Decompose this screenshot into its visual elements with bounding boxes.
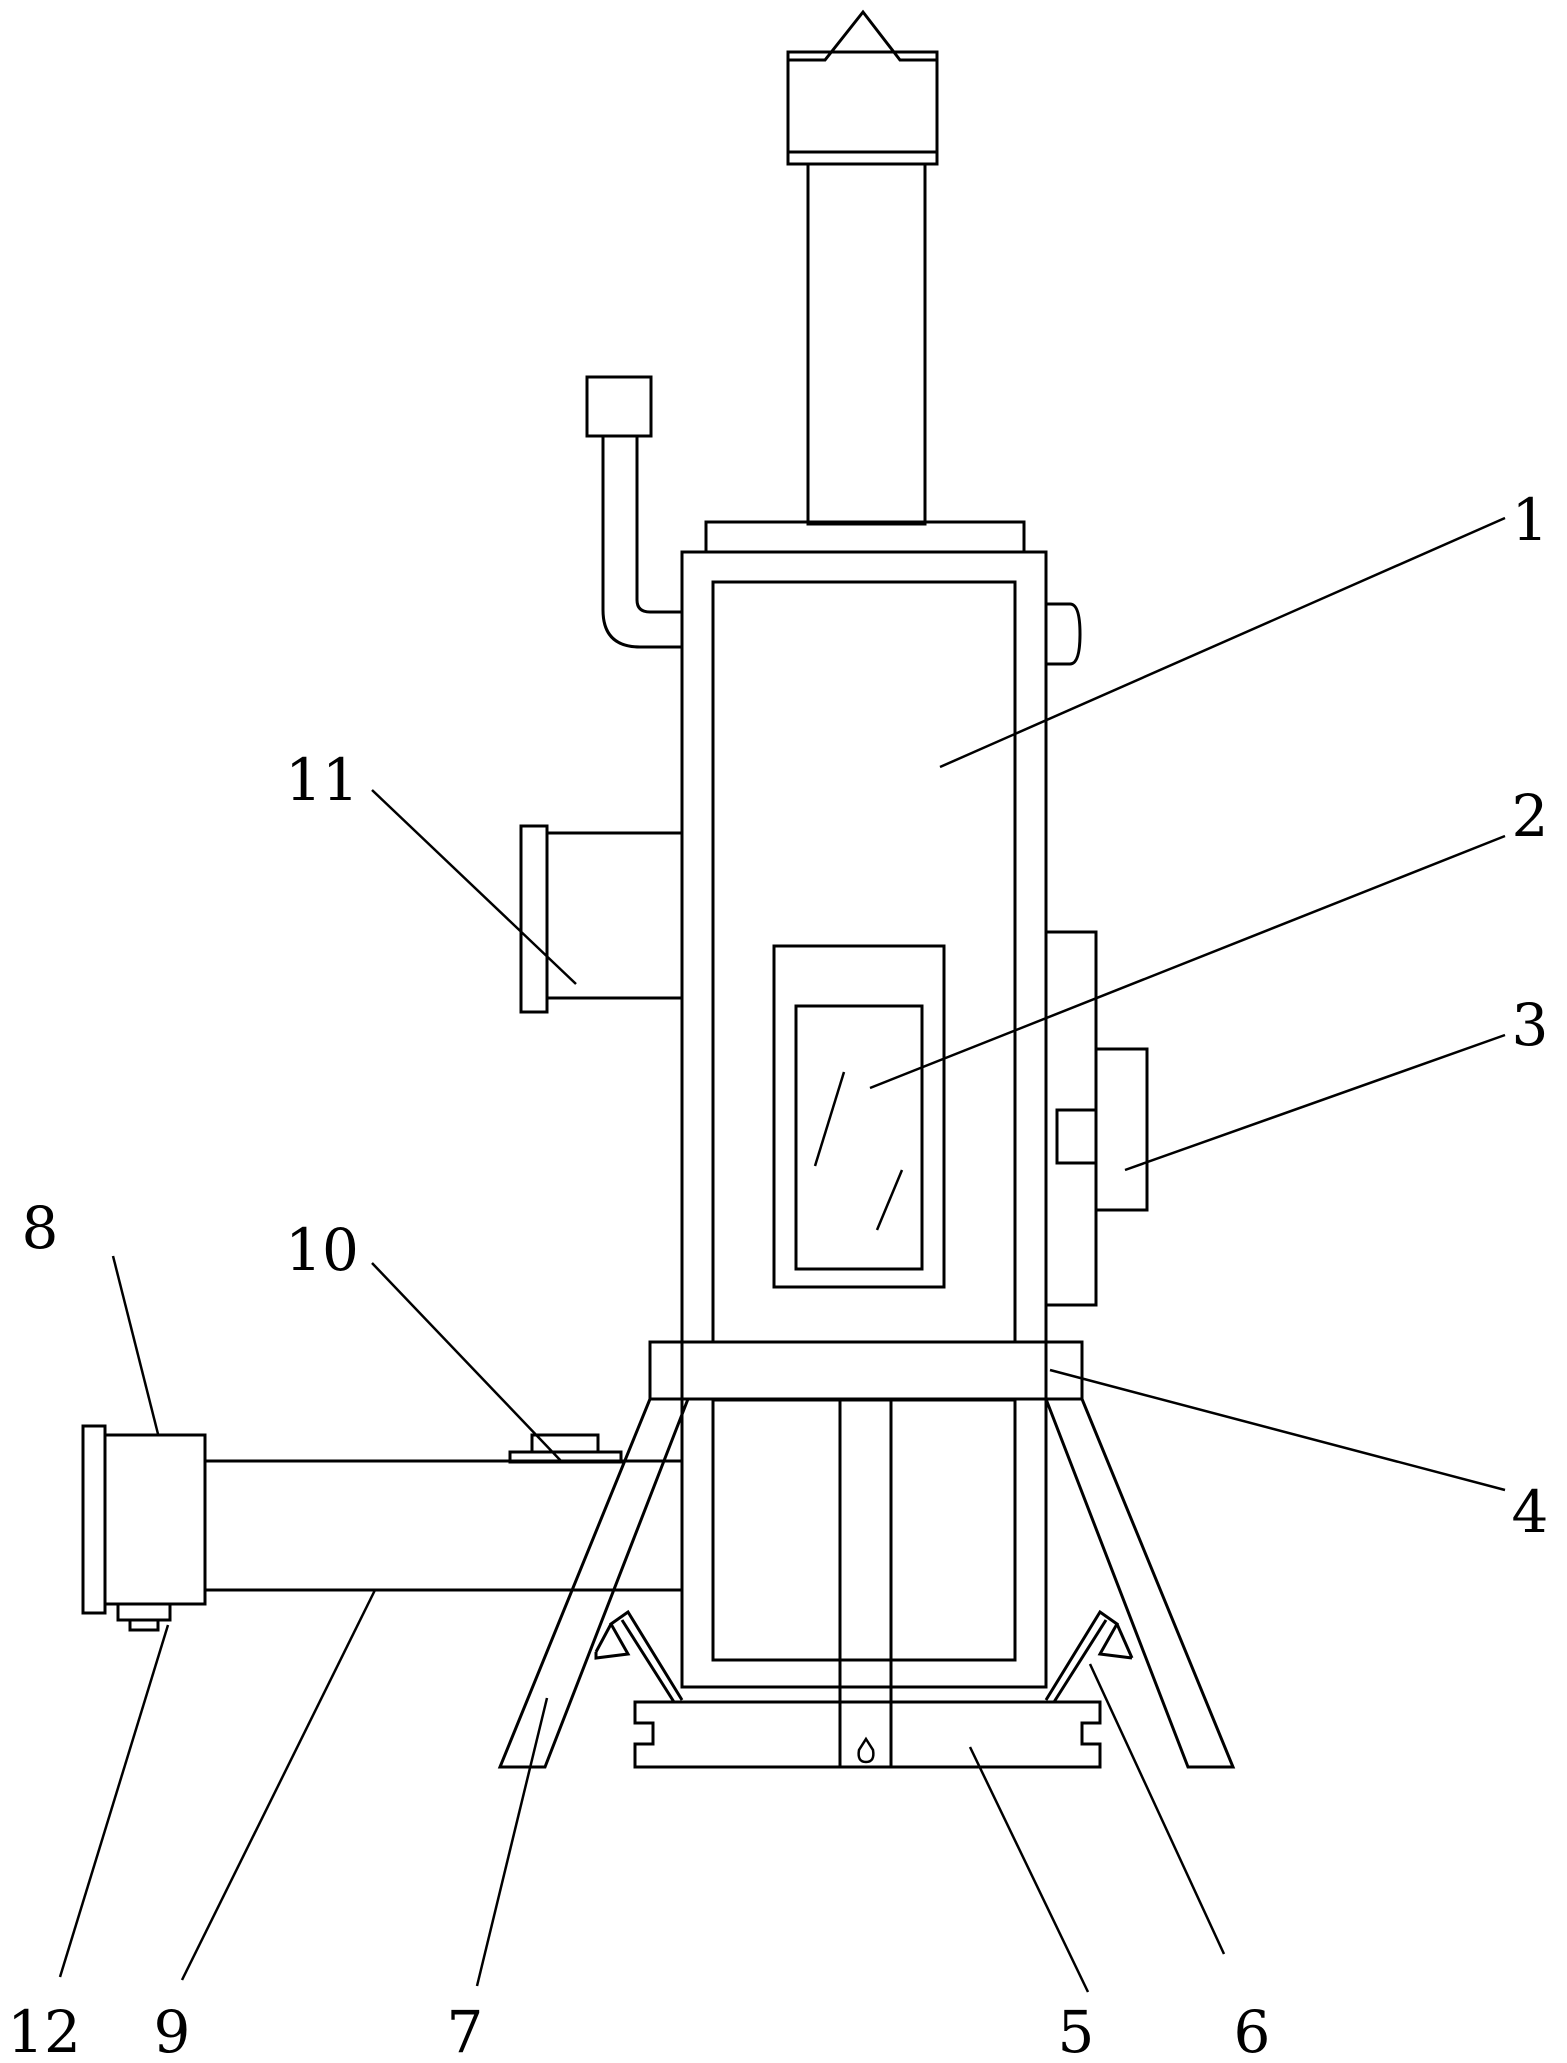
callout-7: 7 xyxy=(447,1998,484,2063)
leader-12 xyxy=(58,1624,170,1978)
base-plate xyxy=(633,1700,1102,1769)
inlet-flange xyxy=(519,824,549,1014)
leader-10 xyxy=(371,1262,563,1463)
end-housing xyxy=(103,1433,207,1606)
callout-1: 1 xyxy=(1512,486,1549,554)
callout-6: 6 xyxy=(1234,1998,1271,2063)
feed-pipe xyxy=(205,1459,682,1592)
stack-cap-roof xyxy=(786,9,939,154)
callout-8: 8 xyxy=(22,1194,59,1262)
leader-6 xyxy=(1088,1663,1226,1955)
inner-braces xyxy=(594,1609,1134,1703)
drain-valve xyxy=(116,1602,172,1632)
control-back-plate xyxy=(1044,930,1098,1307)
fitting-cap xyxy=(530,1433,600,1454)
side-vent-pipe xyxy=(585,375,682,649)
window-frame xyxy=(772,944,946,1289)
end-cap xyxy=(81,1424,207,1615)
right-nub xyxy=(1046,602,1082,666)
leg-left xyxy=(497,1398,690,1769)
stack-cap xyxy=(786,50,939,166)
leader-lines xyxy=(58,516,1506,1993)
leader-7 xyxy=(475,1697,549,1987)
rod-body xyxy=(838,1397,893,1769)
glass-glare-2 xyxy=(875,1169,904,1231)
leader-11 xyxy=(371,789,577,985)
body-inner-upper xyxy=(711,580,1017,1344)
brace-left xyxy=(594,1609,684,1701)
inlet-pipe xyxy=(519,824,682,1014)
outer-legs xyxy=(497,1398,1236,1769)
leader-1 xyxy=(939,516,1506,769)
window-glass xyxy=(794,1004,924,1271)
pipe-fitting xyxy=(508,1433,623,1464)
valve-tip xyxy=(128,1618,160,1632)
brace-left-arm xyxy=(620,1619,676,1703)
main-body xyxy=(680,550,1048,1689)
leader-8 xyxy=(111,1255,160,1435)
callout-3: 3 xyxy=(1512,991,1549,1059)
center-rod xyxy=(838,1397,893,1769)
brace-right-arm xyxy=(1052,1619,1108,1703)
leg-right xyxy=(1044,1398,1236,1769)
end-flange xyxy=(81,1424,107,1615)
stack-pipe xyxy=(806,162,927,526)
leader-3 xyxy=(1124,1033,1506,1172)
control-box xyxy=(1044,930,1149,1307)
callout-10: 10 xyxy=(285,1216,359,1284)
base xyxy=(633,1700,1102,1769)
clamp-band xyxy=(648,1340,1084,1401)
callout-11: 11 xyxy=(285,746,359,814)
leader-4 xyxy=(1049,1368,1506,1492)
callout-9: 9 xyxy=(154,1998,191,2063)
stack-base-flange xyxy=(704,520,1026,554)
control-unit xyxy=(1094,1047,1149,1212)
body-inner-lower xyxy=(711,1398,1017,1662)
vent-pipe xyxy=(601,436,682,649)
callout-5: 5 xyxy=(1058,1998,1095,2063)
rod-pin xyxy=(857,1736,875,1764)
glass-glare-1 xyxy=(813,1071,846,1167)
observation-window xyxy=(772,944,946,1289)
vent-block xyxy=(585,375,653,438)
control-button xyxy=(1055,1108,1098,1165)
exhaust-stack xyxy=(704,9,1026,554)
leader-2 xyxy=(869,834,1506,1090)
valve-body xyxy=(116,1602,172,1622)
leader-9 xyxy=(180,1589,377,1981)
callout-labels: 1 2 3 4 5 6 7 8 9 10 11 12 xyxy=(7,486,1548,2063)
nub-shape xyxy=(1046,602,1082,666)
leader-5 xyxy=(968,1746,1090,1993)
callout-2: 2 xyxy=(1512,782,1549,850)
callout-4: 4 xyxy=(1512,1478,1549,1546)
body-outer xyxy=(680,550,1048,1689)
callout-12: 12 xyxy=(7,1998,81,2063)
